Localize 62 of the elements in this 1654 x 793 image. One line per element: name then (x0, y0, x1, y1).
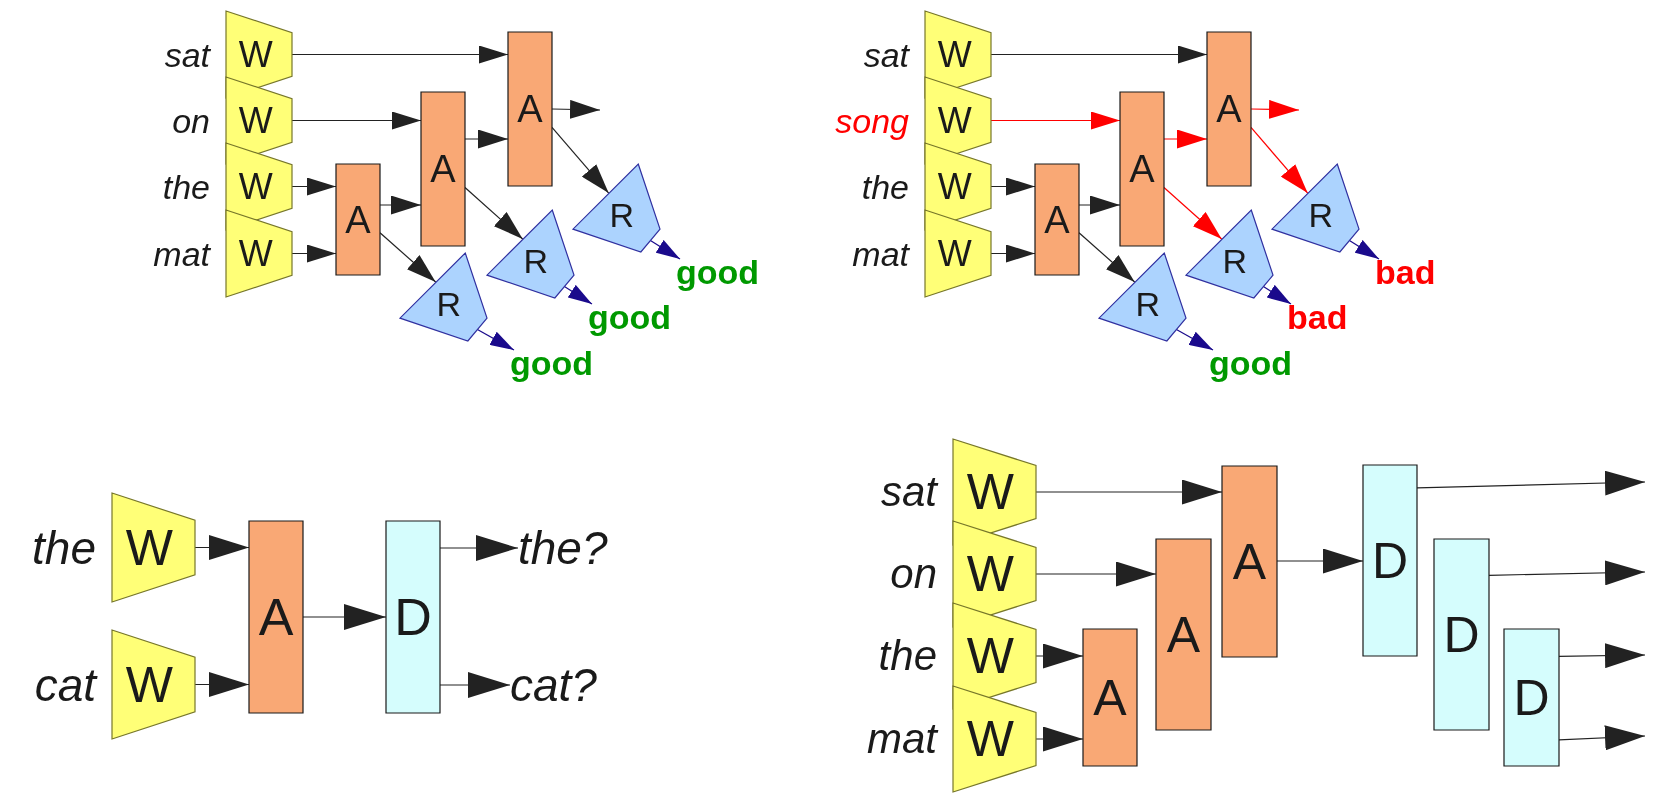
block-letter: W (937, 235, 972, 272)
block-letter: W (125, 659, 173, 710)
input-word: mat (867, 718, 937, 760)
input-word: mat (852, 236, 909, 271)
arrow (1262, 284, 1292, 305)
block-letter: W (238, 168, 273, 205)
block-letter: D (1513, 672, 1550, 723)
block-letter: W (937, 102, 972, 139)
verdict-word: bad (1287, 300, 1348, 334)
arrow (649, 239, 681, 260)
block-letter: W (966, 714, 1014, 764)
block-letter: R (1135, 287, 1160, 322)
block-letter: A (517, 90, 543, 128)
block-letter: D (1443, 609, 1480, 660)
input-word: sat (880, 471, 937, 513)
block-letter: A (1093, 672, 1127, 723)
block-letter: A (1216, 90, 1242, 128)
block-letter: W (966, 549, 1014, 599)
input-word: on (890, 553, 937, 595)
block-letter: W (238, 102, 273, 139)
block-letter: A (1232, 536, 1267, 587)
input-word: sat (164, 37, 210, 72)
input-word: the (32, 524, 96, 571)
block-letter: R (609, 198, 634, 233)
block-letter: D (1371, 535, 1409, 586)
block-letter: D (394, 591, 432, 643)
verdict-word: good (510, 346, 594, 380)
block-letter: R (1222, 244, 1247, 279)
block-letter: R (523, 244, 548, 279)
input-word: song (835, 103, 909, 138)
block-letter: W (238, 36, 273, 73)
verdict-word: bad (1375, 255, 1436, 289)
arrow (476, 328, 515, 351)
predicted-word: cat? (510, 662, 597, 708)
verdict-word: good (588, 300, 672, 334)
block-letter: W (966, 467, 1014, 517)
input-word: mat (153, 236, 210, 271)
block-letter: A (1129, 150, 1155, 188)
verdict-word: good (1209, 346, 1293, 380)
block-letter: W (937, 36, 972, 73)
arrow (563, 284, 593, 305)
block-letter: R (436, 287, 461, 322)
arrow (1175, 328, 1214, 351)
input-word: the (861, 169, 909, 204)
input-word: the (878, 635, 937, 677)
input-word: the (162, 169, 210, 204)
block-letter: A (258, 591, 294, 643)
block-letter: A (1166, 609, 1201, 660)
arrow (1348, 239, 1380, 260)
block-letter: W (966, 631, 1014, 681)
block-letter: W (238, 235, 273, 272)
block-letter: A (1044, 200, 1070, 239)
block-letter: R (1308, 198, 1333, 233)
block-letter: A (345, 200, 371, 239)
block-letter: A (430, 150, 456, 188)
block-letter: W (937, 168, 972, 205)
verdict-word: good (676, 255, 760, 289)
input-word: cat (34, 661, 96, 708)
input-word: on (172, 103, 210, 138)
input-word: sat (863, 37, 909, 72)
predicted-word: the? (518, 525, 608, 571)
block-letter: W (125, 522, 173, 573)
